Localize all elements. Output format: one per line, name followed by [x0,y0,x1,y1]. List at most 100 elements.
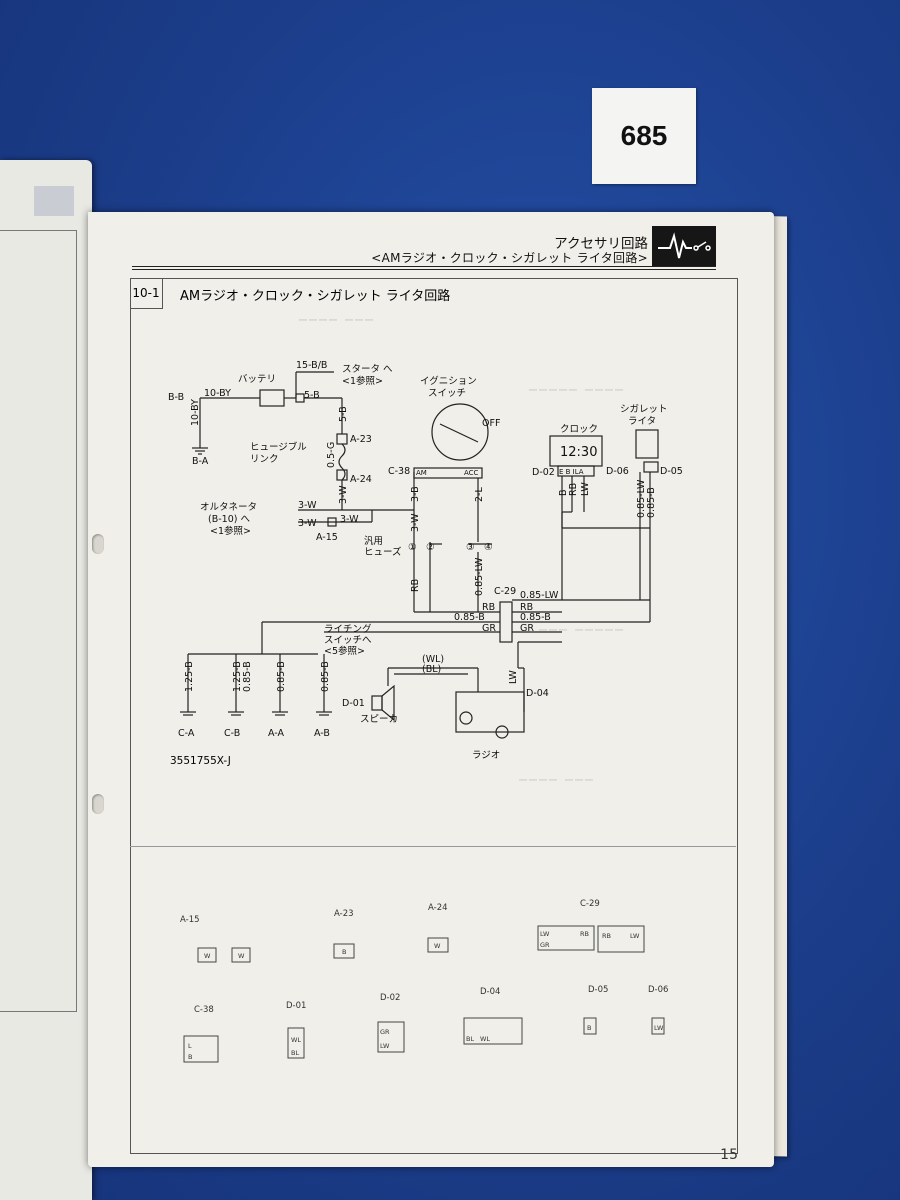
conn-label-a24: A-24 [428,903,448,913]
wire-rb: RB [410,579,421,592]
label-cigarette: シガレット [620,404,668,415]
label-clock: クロック [560,424,598,435]
wire-3w-v: 3-W [338,485,349,504]
wire-cig-085b: 0.85-B [646,487,657,518]
header-subtitle: <AMラジオ・クロック・シガレット ライタ回路> [371,251,648,265]
wire-gr-2: GR [520,623,534,634]
label-starter-to: スタータ へ [342,364,393,375]
label-d04: D-04 [526,688,549,699]
wire-gr-1: GR [482,623,496,634]
wire-bl: (BL) [422,664,441,675]
wire-3b: 3-B [410,486,421,502]
conn-label-c38: C-38 [194,1005,214,1015]
wire-lw: LW [508,670,519,684]
label-fuse2: ヒューズ [364,546,402,558]
label-alternator: オルタネータ [200,502,257,513]
fuse-3: ③ [466,542,475,553]
label-lighting: ライチング [324,623,372,635]
wire-085lw-h: 0.85-LW [520,590,559,601]
fuse-2: ② [426,542,435,553]
pin-lw: LW [630,932,640,940]
wire-5b: 5-B [304,390,320,401]
pin-rb: RB [602,932,611,940]
label-alt-ref: (B-10) へ [208,514,250,525]
header-rule-thin [132,269,716,270]
bleed-through: ーーーー ーーー [518,776,595,787]
label-a-a: A-A [268,728,285,739]
label-fusible: ヒュージブル [250,441,307,453]
label-link: リンク [250,454,279,465]
wire-10by-v: 10-BY [190,399,201,426]
header-rule [132,266,716,267]
conn-label-c29: C-29 [580,899,600,909]
label-lighter: ライタ [628,416,656,427]
wire-085b-v2: 0.85-B [276,661,287,692]
wire-wl: (WL) [422,654,444,665]
label-radio: ラジオ [472,750,500,761]
wire-085b-v3: 0.85-B [320,661,331,692]
conn-label-d04: D-04 [480,987,500,997]
label-starter-ref: 15-B/B [296,360,327,371]
manual-page: アクセサリ回路 <AMラジオ・クロック・シガレット ライタ回路> 10-1 AM… [88,212,774,1167]
wire-3w-d: 3-W [410,513,421,532]
pin-gr: GR [540,941,550,949]
wire-085lw: 0.85-LW [474,557,485,596]
label-c-a: C-A [178,728,195,739]
section-title: AMラジオ・クロック・シガレット ライタ回路 [180,289,451,304]
label-c29: C-29 [494,586,516,597]
binder-hole [92,534,104,554]
conn-label-d05: D-05 [588,985,608,995]
label-c38: C-38 [388,466,410,477]
bleed-through: ーーーー ーーー [298,316,375,327]
wire-10by: 10-BY [204,388,231,399]
wire-rb-1: RB [482,602,495,613]
label-a15: A-15 [316,532,338,543]
pin-w: W [238,952,245,960]
section-divider [130,846,736,847]
wiring-diagram: 12:30 バッテリ 15-B/B スタータ へ <1参照> 5-B B-B 1… [168,360,683,1063]
label-lighting-ref: <5参照> [324,645,365,657]
pin-l: L [188,1042,192,1050]
bleed-through: ーーーーー ーーーー [528,386,625,397]
pin-lw: LW [380,1042,390,1050]
wire-clock-b: B [558,489,569,496]
pin-bl: BL [291,1049,299,1057]
label-a24: A-24 [350,474,372,485]
label-ignition: イグニション [420,375,477,387]
binder-hole [92,794,104,814]
label-c-b: C-B [224,728,240,739]
wire-05g: 0.5-G [326,442,337,468]
wire-clock-lw: LW [580,482,591,496]
pin-wl: WL [480,1035,490,1043]
wire-5b-v: 5-B [338,406,349,422]
diagram-frame [130,278,738,1154]
label-battery: バッテリ [238,374,276,385]
wire-3w-b: 3-W [298,518,317,529]
label-d05: D-05 [660,466,683,477]
label-b-b: B-B [168,392,184,403]
label-a-b: A-B [314,728,330,739]
left-page [0,160,92,1200]
wire-cig-085lw: 0.85-LW [636,479,647,518]
label-acc: ACC [464,469,479,477]
pin-gr: GR [380,1028,390,1036]
part-code: 3551755X-J [170,755,231,767]
pin-b: B [342,948,346,956]
conn-label-d02: D-02 [380,993,400,1003]
bleed-through: ーーー ーーーーー [538,626,625,637]
label-d02: D-02 [532,467,555,478]
number-tag: 685 [592,88,696,184]
wire-085b-1: 0.85-B [454,612,485,623]
wire-085b-2: 0.85-B [520,612,551,623]
clock-time: 12:30 [560,445,597,460]
pin-lw: LW [540,930,550,938]
wire-clock-rb: RB [568,483,579,496]
pin-b: B [188,1053,192,1061]
label-b-a: B-A [192,456,209,467]
wire-3w-a: 3-W [298,500,317,511]
waveform-icon [652,226,716,266]
conn-label-d01: D-01 [286,1001,306,1011]
wire-rb-2: RB [520,602,533,613]
section-number: 10-1 [130,278,163,309]
label-fuse: 汎用 [364,535,383,547]
